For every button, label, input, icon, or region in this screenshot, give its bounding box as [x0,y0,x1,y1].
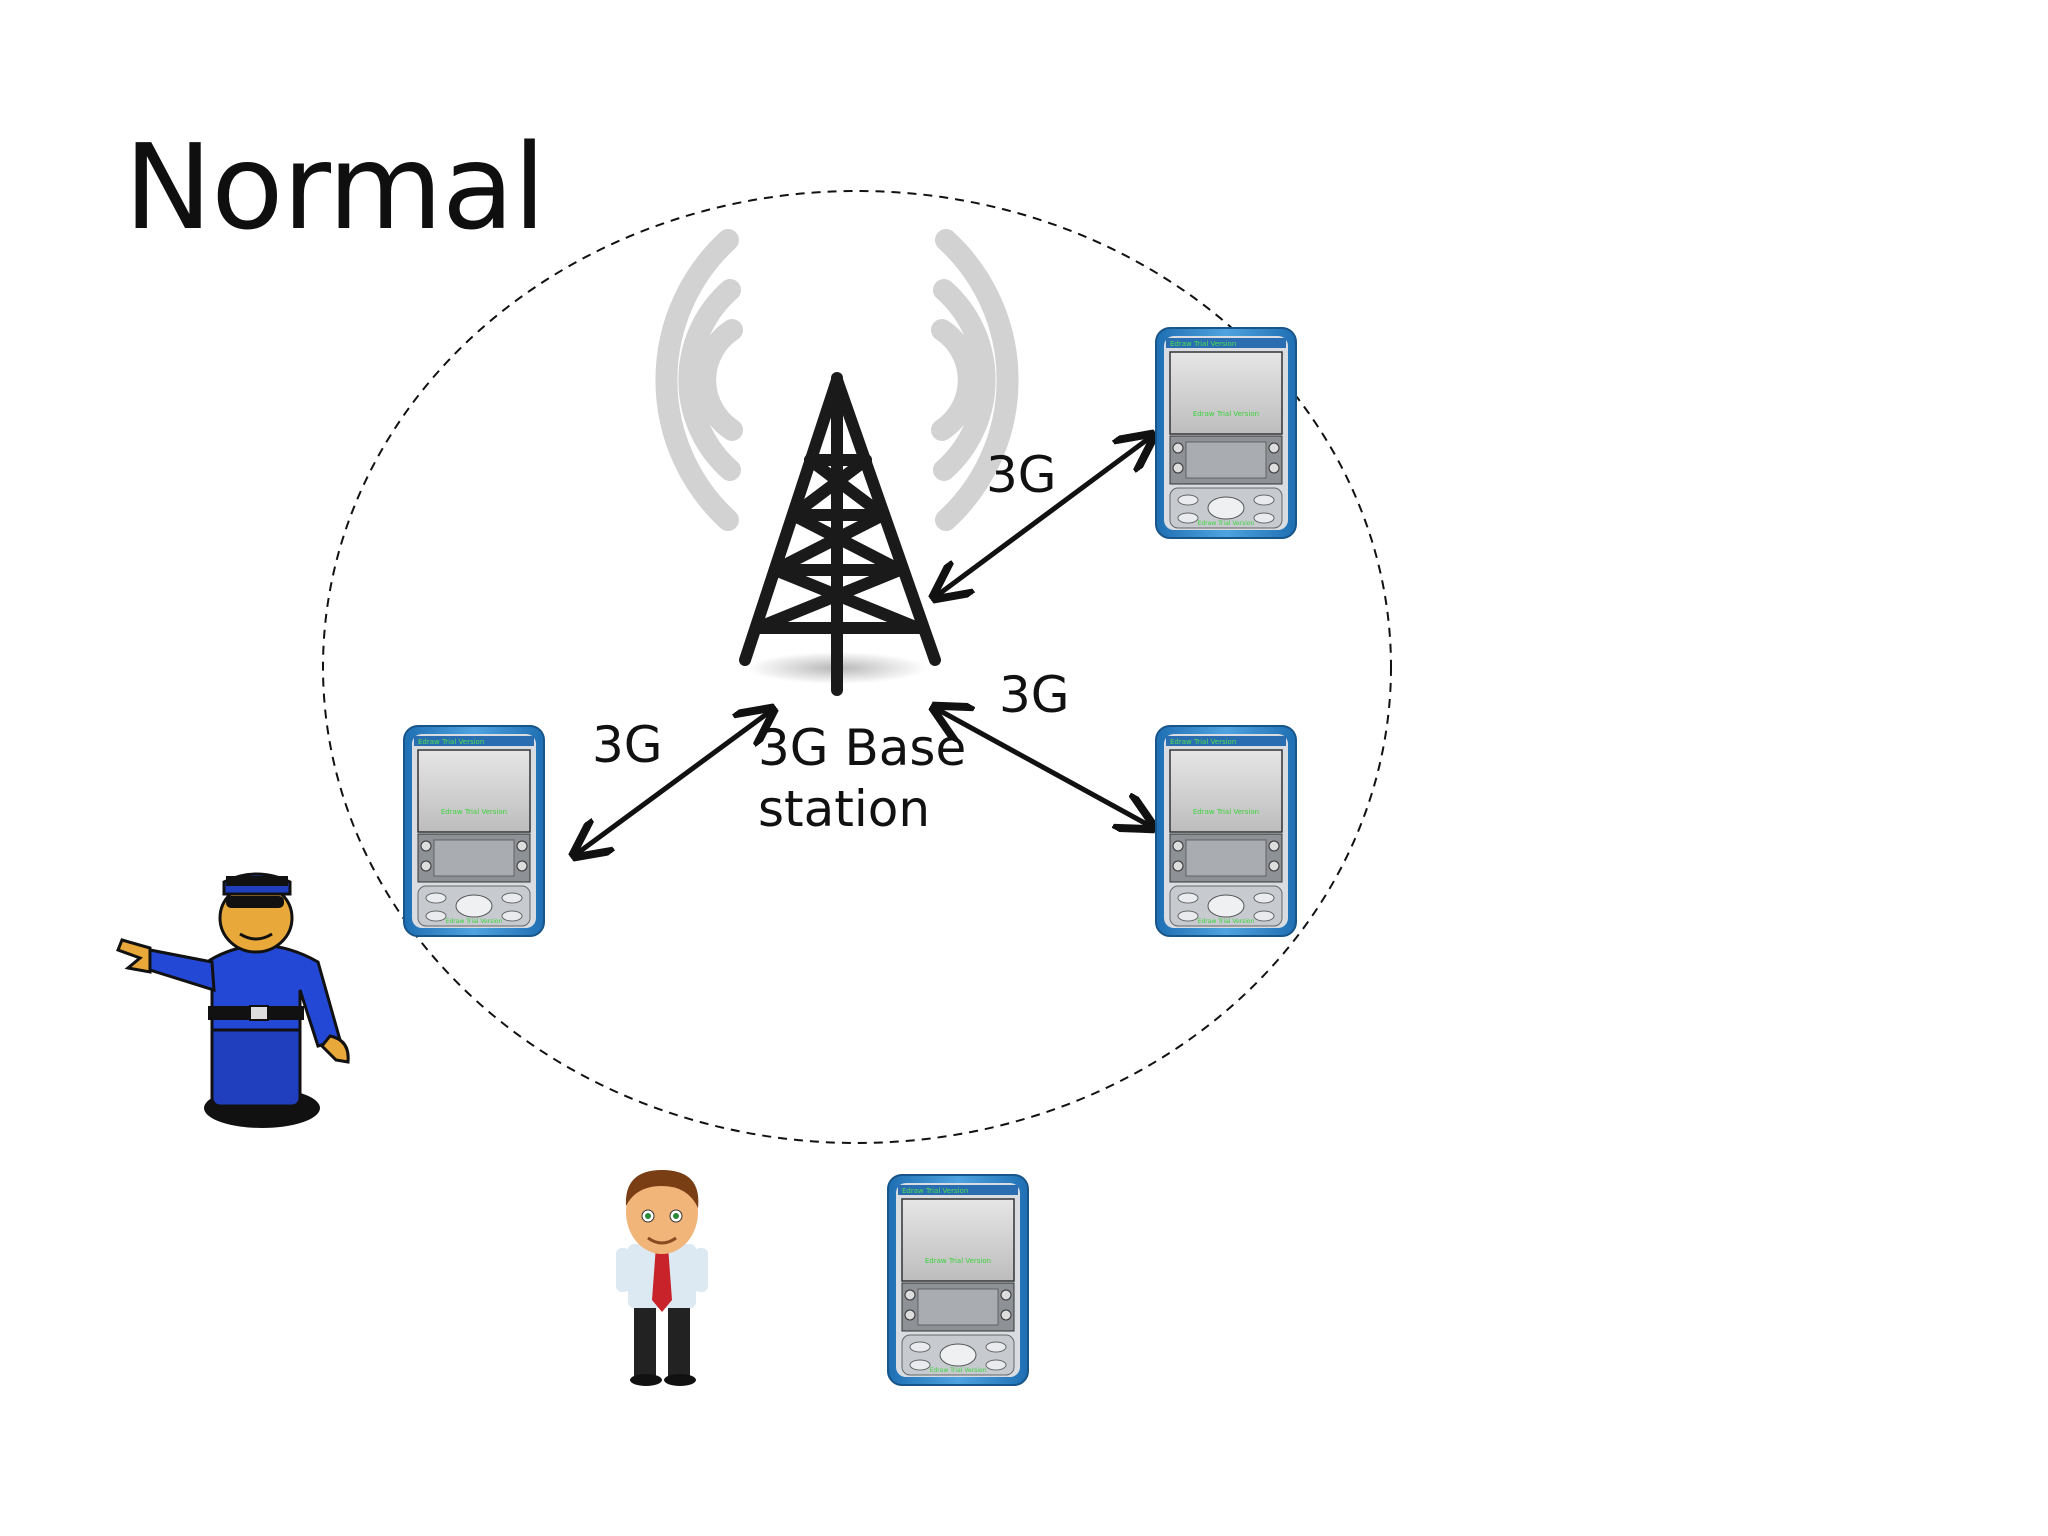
pda-phone-icon [1155,725,1297,937]
pda-phone-icon [403,725,545,937]
coverage-circle [322,190,1392,1144]
police-officer-icon [116,872,350,1128]
base-station-label: 3G Base station [758,719,982,838]
businessman-icon [616,1170,708,1386]
link-arrow-top-right [935,436,1152,597]
link-label-bottom-right: 3G [999,666,1070,724]
link-arrow-bottom-right [935,708,1152,827]
radio-waves-icon [655,229,1019,531]
link-arrow-left [575,710,772,855]
pda-phone-icon [1155,327,1297,539]
link-label-top-right: 3G [986,446,1057,504]
link-label-left: 3G [592,716,663,774]
slide-title: Normal [124,118,546,256]
pda-phone-icon [887,1174,1029,1386]
antenna-tower-icon [739,372,941,696]
